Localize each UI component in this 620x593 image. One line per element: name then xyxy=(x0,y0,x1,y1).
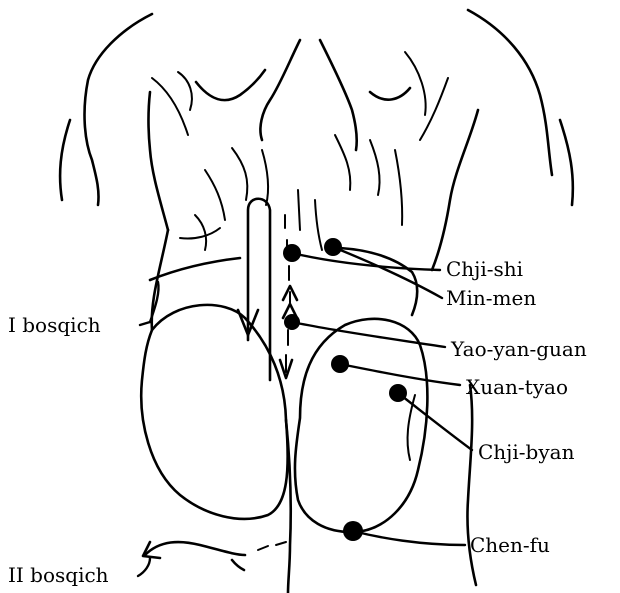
leader-xuan-tyao xyxy=(340,364,460,385)
label-chji-shi: Chji-shi xyxy=(446,257,523,281)
label-min-men: Min-men xyxy=(446,286,536,310)
leader-yao-yan-guan xyxy=(292,322,445,347)
label-stage-2: II bosqich xyxy=(8,563,109,587)
labels: Chji-shi Min-men Yao-yan-guan Xuan-tyao … xyxy=(8,257,587,587)
leader-min-men xyxy=(333,247,442,298)
spine-arrows xyxy=(238,190,322,380)
stage-1-connector xyxy=(140,322,150,325)
buttocks xyxy=(141,305,427,593)
stage-2-arrow xyxy=(143,542,286,570)
label-stage-1: I bosqich xyxy=(8,313,101,337)
leader-chen-fu xyxy=(353,531,465,545)
label-xuan-tyao: Xuan-tyao xyxy=(466,375,568,399)
label-yao-yan-guan: Yao-yan-guan xyxy=(450,337,587,361)
label-chji-byan: Chji-byan xyxy=(478,440,575,464)
leader-lines xyxy=(150,247,472,545)
label-chen-fu: Chen-fu xyxy=(470,533,550,557)
stage-2-connector xyxy=(138,558,150,576)
